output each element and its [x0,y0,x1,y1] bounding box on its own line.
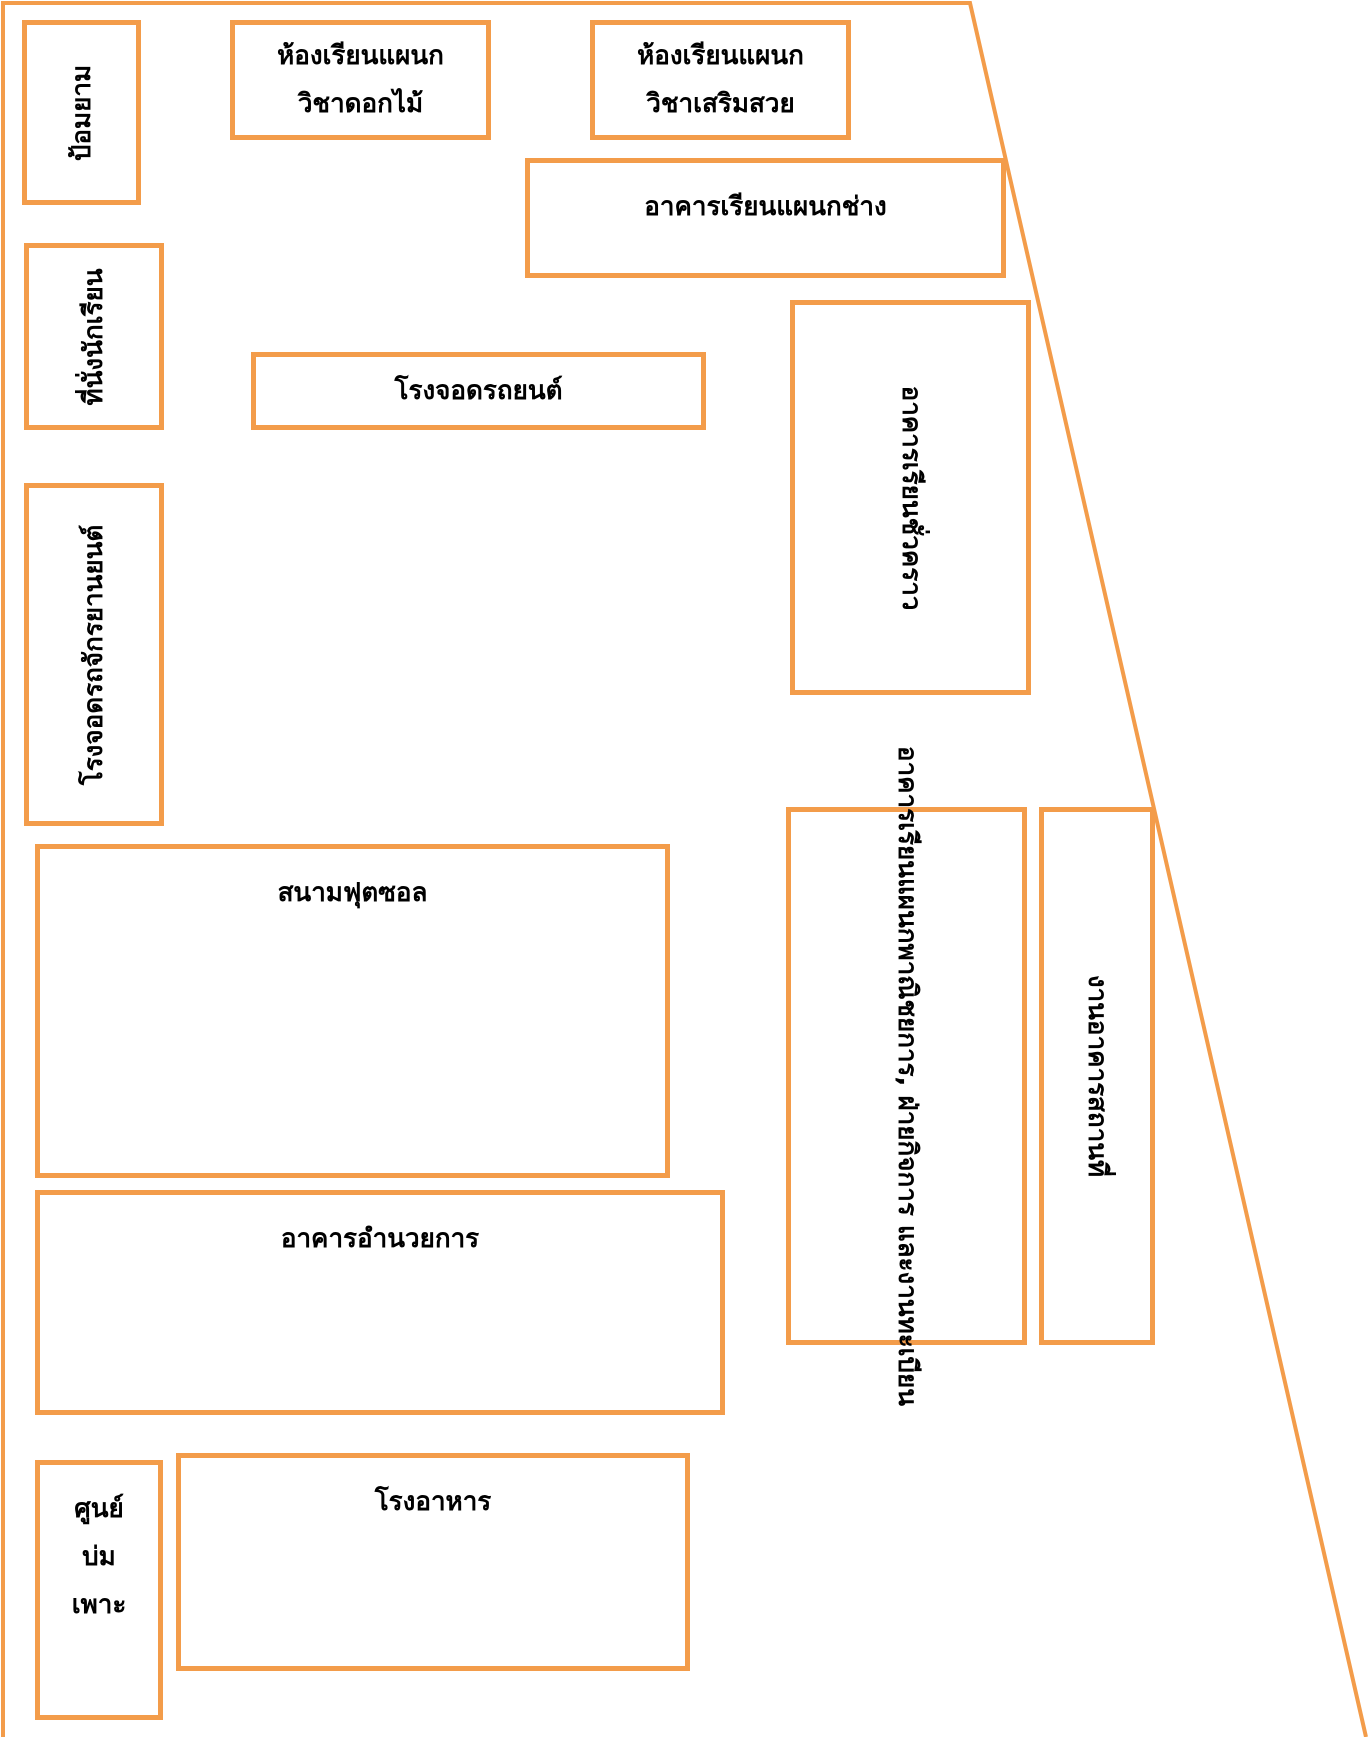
incubation-center: ศูนย์ บ่ม เพาะ [35,1460,163,1720]
maintenance-office: งานอาคารสถานที่ [1039,807,1155,1345]
technical-building-label: อาคารเรียนแผนกช่าง [644,192,887,222]
guard-post-label: ป้อมยาม [66,64,97,161]
commerce-building: อาคารเรียนแผนกพาณิชยการ, ฝ่ายกิจการ และง… [786,746,1027,1406]
flower-classroom: ห้องเรียนแผนก วิชาดอกไม้ [230,20,491,140]
futsal-field-label: สนามฟุตซอล [277,878,428,908]
flower-classroom-label: ห้องเรียนแผนก วิชาดอกไม้ [277,41,444,119]
motorcycle-garage-label: โรงจอดรถจักรยานยนต์ [79,524,109,785]
motorcycle-garage: โรงจอดรถจักรยานยนต์ [24,483,164,826]
student-seating-label: ที่นั่งนักเรียน [79,268,109,405]
guard-post: ป้อมยาม [22,20,141,205]
canteen: โรงอาหาร [176,1453,690,1671]
commerce-building-label: อาคารเรียนแผนกพาณิชยการ, ฝ่ายกิจการ และง… [891,745,922,1407]
canteen-label: โรงอาหาร [374,1487,492,1517]
car-garage-label: โรงจอดรถยนต์ [394,376,563,406]
car-garage: โรงจอดรถยนต์ [251,352,706,430]
maintenance-office-label: งานอาคารสถานที่ [1082,974,1112,1178]
temporary-building-label: อาคารเรียนชั่วคราว [895,385,926,610]
futsal-field: สนามฟุตซอล [35,844,670,1178]
temporary-building: อาคารเรียนชั่วคราว [790,300,1031,695]
beauty-classroom-label: ห้องเรียนแผนก วิชาเสริมสวย [637,41,804,119]
incubation-center-label: ศูนย์ บ่ม เพาะ [71,1494,127,1620]
administration-building: อาคารอำนวยการ [35,1190,725,1415]
technical-building: อาคารเรียนแผนกช่าง [525,158,1006,278]
student-seating: ที่นั่งนักเรียน [24,243,164,430]
administration-building-label: อาคารอำนวยการ [280,1224,480,1254]
beauty-classroom: ห้องเรียนแผนก วิชาเสริมสวย [590,20,851,140]
